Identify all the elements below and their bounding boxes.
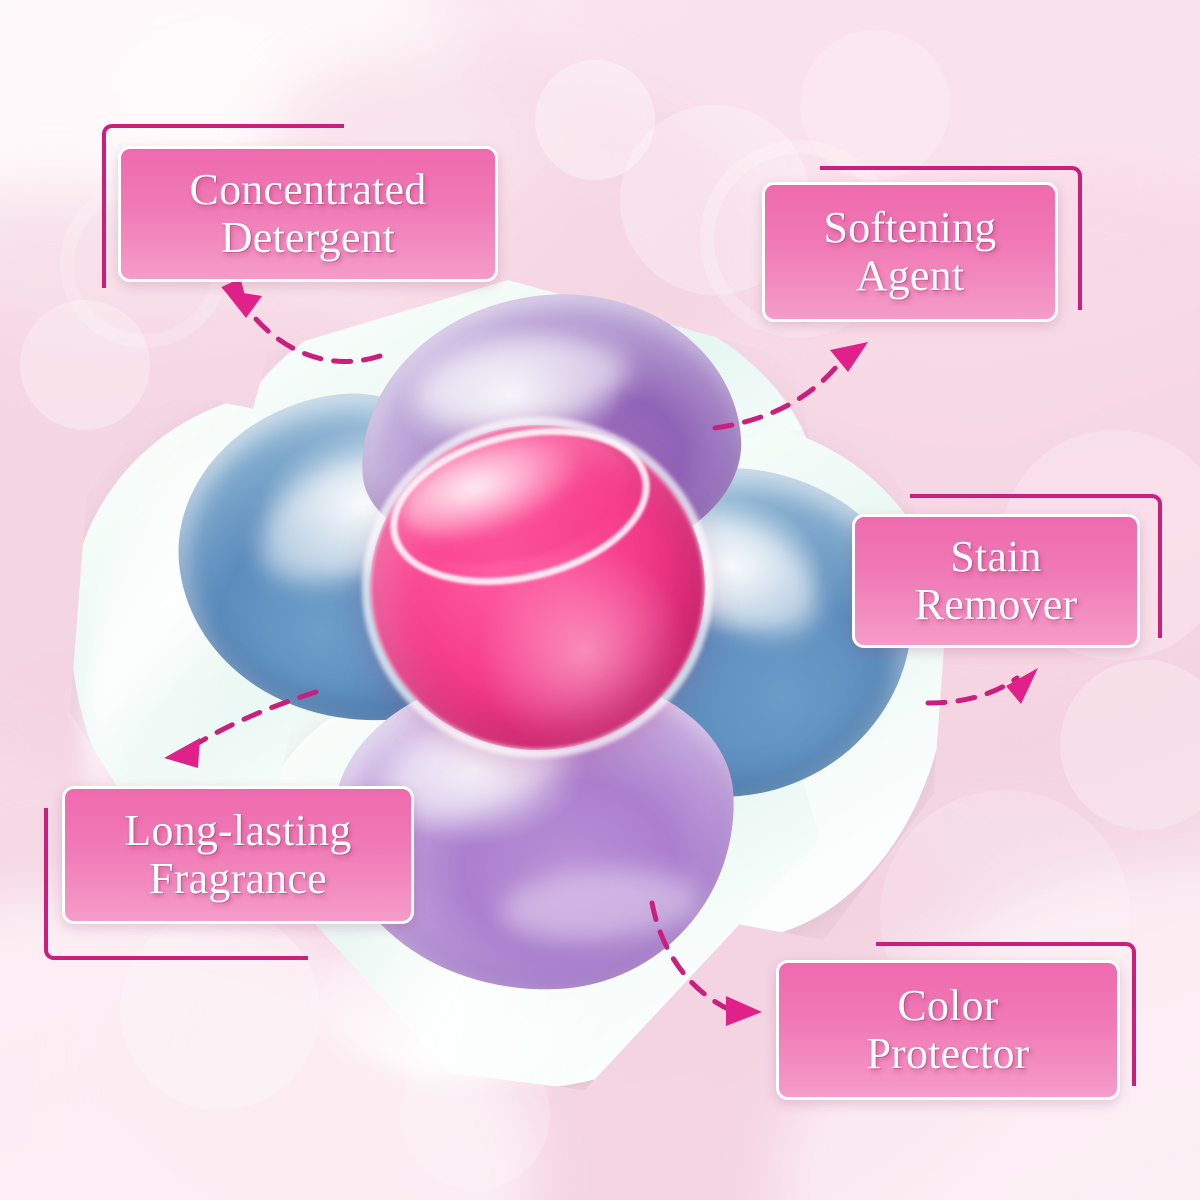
label-box-long-lasting-fragrance[interactable]: Long-lasting Fragrance [62, 786, 414, 924]
label-text-concentrated-detergent: Concentrated Detergent [189, 165, 427, 262]
label-box-concentrated-detergent[interactable]: Concentrated Detergent [118, 146, 498, 282]
label-text-long-lasting-fragrance: Long-lasting Fragrance [124, 806, 352, 903]
product-pod-image [53, 270, 950, 1101]
label-box-softening-agent[interactable]: Softening Agent [762, 182, 1058, 322]
callout-concentrated-detergent[interactable]: Concentrated Detergent [98, 124, 518, 304]
chamber-pink-center [370, 425, 705, 750]
callout-color-protector[interactable]: Color Protector [764, 942, 1144, 1122]
label-text-stain-remover: Stain Remover [914, 532, 1078, 629]
label-box-stain-remover[interactable]: Stain Remover [852, 514, 1140, 648]
callout-long-lasting-fragrance[interactable]: Long-lasting Fragrance [44, 780, 424, 960]
callout-stain-remover[interactable]: Stain Remover [842, 494, 1162, 660]
label-text-softening-agent: Softening Agent [823, 203, 997, 300]
callout-softening-agent[interactable]: Softening Agent [762, 166, 1082, 346]
label-text-color-protector: Color Protector [866, 981, 1030, 1078]
label-box-color-protector[interactable]: Color Protector [776, 960, 1120, 1100]
